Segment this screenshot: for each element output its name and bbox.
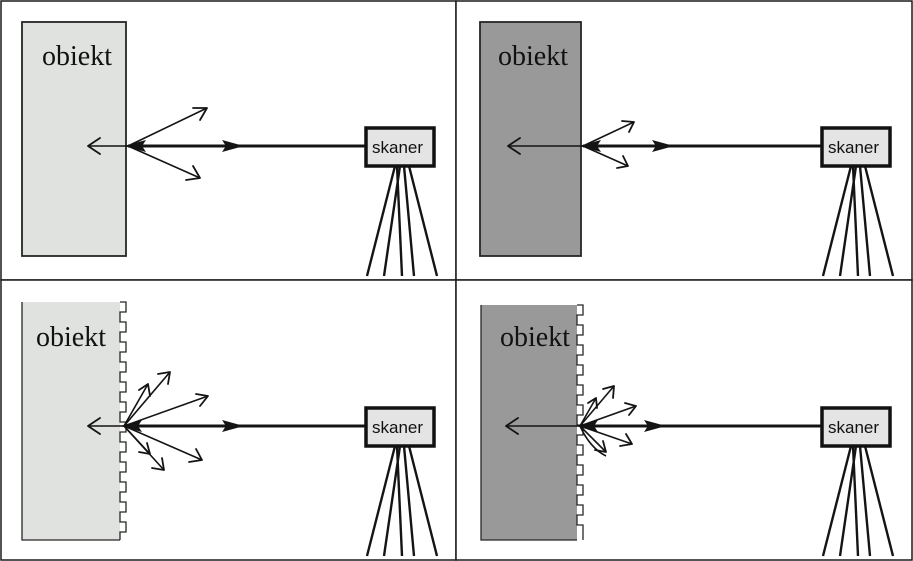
beam-impact-arrowhead [579, 140, 601, 152]
scanner: skaner [364, 406, 439, 558]
scanner-box [364, 406, 436, 448]
scanner-label: skaner [828, 138, 879, 157]
rough-surface [119, 301, 127, 540]
object-outline [21, 302, 120, 541]
beam-arrowhead [652, 140, 674, 152]
beam-impact-arrowhead [576, 420, 598, 432]
panel-smooth-light: obiekt skaner [0, 0, 457, 281]
beam-impact-arrowhead [124, 140, 146, 152]
scanner: skaner [820, 126, 895, 278]
reflected-rays [87, 371, 209, 471]
reflected-rays [507, 120, 635, 169]
beam-arrowhead [644, 420, 666, 432]
object-label: obiekt [498, 41, 568, 72]
panel-rough-light: obiekt skaner [0, 279, 457, 561]
scanner-box [364, 126, 436, 168]
scanner-label: skaner [372, 138, 423, 157]
scanner: skaner [364, 126, 439, 278]
object-label: obiekt [500, 322, 570, 353]
reflected-rays [505, 385, 637, 457]
object-outline [480, 305, 577, 541]
beam-arrowhead [222, 140, 244, 152]
curved-ray [579, 425, 607, 457]
object-block [22, 302, 120, 540]
object-label: obiekt [36, 322, 106, 353]
object-block [479, 21, 582, 257]
scanner: skaner [820, 406, 895, 558]
object-block [481, 305, 577, 540]
scanner-label: skaner [372, 418, 423, 437]
object-block [21, 21, 127, 257]
beam-arrowhead [222, 420, 244, 432]
panel-smooth-dark: obiekt skaner [455, 0, 913, 281]
scanner-box [820, 406, 892, 448]
scanner-label: skaner [828, 418, 879, 437]
panel-rough-dark: obiekt skaner [455, 279, 913, 561]
reflected-rays [87, 107, 208, 181]
beam-impact-arrowhead [120, 420, 142, 432]
scanner-box [820, 126, 892, 168]
object-label: obiekt [42, 41, 112, 72]
rough-surface [576, 304, 584, 540]
